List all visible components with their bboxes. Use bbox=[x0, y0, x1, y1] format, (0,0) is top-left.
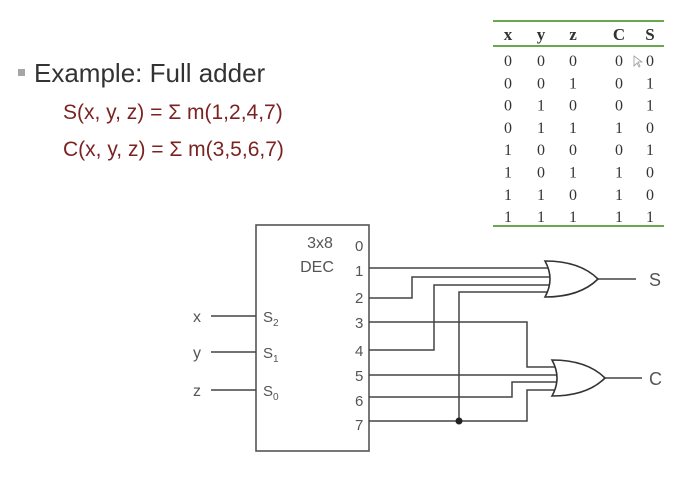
mouse-cursor-icon bbox=[633, 55, 644, 68]
output-pin-label: 7 bbox=[355, 417, 363, 434]
output-pin-label: 3 bbox=[355, 315, 363, 332]
table-cell: 1 bbox=[537, 209, 545, 226]
table-cell: 1 bbox=[569, 165, 577, 182]
table-cell: 0 bbox=[569, 53, 577, 70]
table-cell: 0 bbox=[646, 120, 654, 137]
table-cell: 0 bbox=[646, 53, 654, 70]
table-cell: 1 bbox=[504, 142, 512, 159]
decoder-title-line1: 3x8 bbox=[307, 235, 333, 252]
table-cell: 0 bbox=[615, 75, 623, 92]
table-cell: 0 bbox=[504, 98, 512, 115]
sum-equation: S(x, y, z) = Σ m(1,2,4,7) bbox=[63, 101, 283, 124]
table-cell: 1 bbox=[646, 98, 654, 115]
table-cell: 1 bbox=[569, 120, 577, 137]
table-cell: 1 bbox=[646, 209, 654, 226]
table-header-cell: x bbox=[504, 25, 513, 44]
table-row: 0 1 0 0 1 bbox=[504, 98, 654, 115]
table-cell: 0 bbox=[537, 142, 545, 159]
table-cell: 0 bbox=[504, 75, 512, 92]
table-header-cell: S bbox=[645, 25, 654, 44]
table-cell: 0 bbox=[646, 165, 654, 182]
wires bbox=[369, 267, 642, 422]
table-row: 0 0 0 0 0 bbox=[504, 53, 654, 70]
input-signal-label: x bbox=[193, 309, 201, 326]
table-cell: 1 bbox=[537, 98, 545, 115]
table-row: 1 1 0 1 0 bbox=[504, 187, 654, 204]
table-cell: 1 bbox=[569, 209, 577, 226]
table-cell: 0 bbox=[569, 142, 577, 159]
table-row: 0 0 1 0 1 bbox=[504, 75, 654, 92]
table-cell: 0 bbox=[615, 53, 623, 70]
table-cell: 0 bbox=[615, 142, 623, 159]
table-header-cell: C bbox=[613, 25, 625, 44]
input-signal-label: z bbox=[193, 383, 201, 400]
table-row: 1 0 1 1 0 bbox=[504, 165, 654, 182]
table-header-cell: z bbox=[569, 25, 577, 44]
decoder-inputs: x S2 y S1 z S0 bbox=[193, 309, 279, 403]
table-cell: 1 bbox=[504, 187, 512, 204]
output-label-s: S bbox=[649, 270, 661, 290]
wire-m7-to-s bbox=[458, 291, 549, 421]
wire-m3-to-c bbox=[369, 321, 556, 368]
carry-equation: C(x, y, z) = Σ m(3,5,6,7) bbox=[63, 138, 284, 161]
table-cell: 1 bbox=[615, 209, 623, 226]
output-label-c: C bbox=[649, 369, 662, 389]
wire-m2-to-s bbox=[369, 276, 550, 299]
table-cell: 0 bbox=[504, 120, 512, 137]
table-cell: 0 bbox=[615, 98, 623, 115]
table-cell: 1 bbox=[615, 187, 623, 204]
junction-dot bbox=[455, 417, 463, 425]
decoder-block bbox=[255, 224, 370, 452]
output-pin-label: 6 bbox=[355, 393, 363, 410]
table-cell: 0 bbox=[504, 53, 512, 70]
table-cell: 1 bbox=[646, 142, 654, 159]
output-pin-label: 2 bbox=[355, 290, 363, 307]
decoder-outputs: 0 1 2 3 4 5 6 7 bbox=[355, 238, 363, 434]
table-cell: 0 bbox=[537, 75, 545, 92]
table-cell: 1 bbox=[615, 120, 623, 137]
or-gate-s bbox=[543, 260, 600, 298]
slide-heading: Example: Full adder bbox=[34, 58, 266, 88]
table-cell: 0 bbox=[537, 165, 545, 182]
table-row: 0 1 1 1 0 bbox=[504, 120, 654, 137]
bullet-marker bbox=[18, 69, 25, 76]
table-cell: 0 bbox=[569, 98, 577, 115]
table-body: 0 0 0 0 0 0 0 1 0 1 0 1 0 0 1 0 1 1 1 0 1 0 0 0 1 1 0 1 1 0 1 1 0 1 0 1 1 1 1 1 bbox=[504, 53, 654, 226]
wire-m4-to-s bbox=[369, 284, 551, 351]
select-pin-label: S0 bbox=[263, 383, 279, 403]
table-header-cell: y bbox=[537, 25, 546, 44]
or-gate-c bbox=[550, 359, 607, 397]
table-cell: 1 bbox=[504, 165, 512, 182]
table-cell: 1 bbox=[537, 120, 545, 137]
output-pin-label: 1 bbox=[355, 263, 363, 280]
table-cell: 0 bbox=[569, 187, 577, 204]
table-cell: 1 bbox=[569, 75, 577, 92]
table-cell: 1 bbox=[615, 165, 623, 182]
wire-m7-to-c bbox=[369, 389, 556, 422]
table-row: 1 1 1 1 1 bbox=[504, 209, 654, 226]
table-row: 1 0 0 0 1 bbox=[504, 142, 654, 159]
select-pin-label: S1 bbox=[263, 345, 279, 365]
input-signal-label: y bbox=[193, 345, 201, 362]
table-cell: 0 bbox=[537, 53, 545, 70]
output-pin-label: 5 bbox=[355, 368, 363, 385]
table-cell: 1 bbox=[537, 187, 545, 204]
output-pin-label: 0 bbox=[355, 238, 363, 255]
wire-m6-to-c bbox=[369, 381, 559, 398]
output-pin-label: 4 bbox=[355, 343, 363, 360]
decoder-title-line2: DEC bbox=[300, 259, 334, 276]
table-cell: 1 bbox=[646, 75, 654, 92]
table-cell: 1 bbox=[504, 209, 512, 226]
table-cell: 0 bbox=[646, 187, 654, 204]
select-pin-label: S2 bbox=[263, 309, 279, 329]
